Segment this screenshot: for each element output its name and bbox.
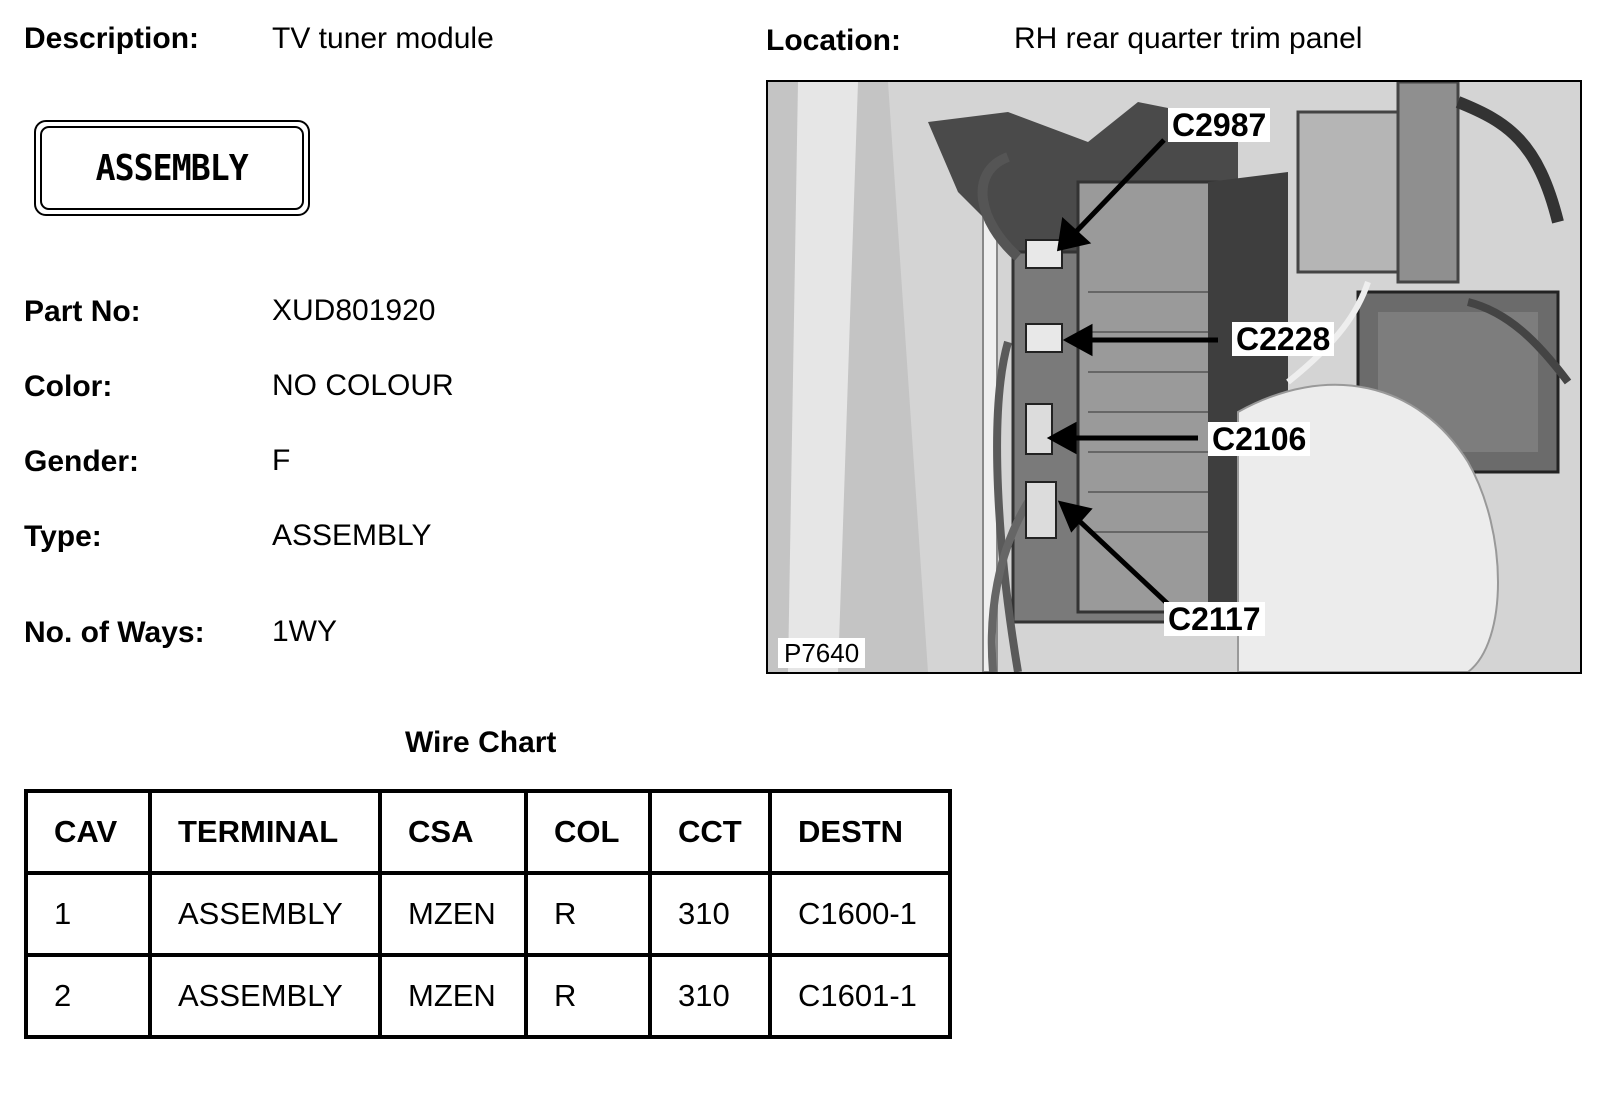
cell-destn: C1600-1	[768, 871, 952, 957]
description-value: TV tuner module	[272, 22, 494, 55]
no-of-ways-label: No. of Ways:	[24, 616, 205, 649]
cell-terminal: ASSEMBLY	[148, 871, 382, 957]
part-no-label: Part No:	[24, 295, 141, 328]
callout-c2987: C2987	[1168, 108, 1271, 142]
gender-value: F	[272, 444, 291, 477]
cell-col: R	[524, 953, 652, 1039]
cell-destn: C1601-1	[768, 953, 952, 1039]
type-value: ASSEMBLY	[272, 519, 432, 552]
col-header-cct: CCT	[648, 789, 772, 875]
col-header-cav: CAV	[24, 789, 152, 875]
col-header-col: COL	[524, 789, 652, 875]
table-row: 2 ASSEMBLY MZEN R 310 C1601-1	[24, 953, 952, 1039]
cell-cav: 1	[24, 871, 152, 957]
color-label: Color:	[24, 370, 113, 403]
callout-c2117: C2117	[1164, 602, 1265, 636]
assembly-badge: ASSEMBLY	[34, 120, 310, 216]
gender-label: Gender:	[24, 445, 140, 478]
cell-terminal: ASSEMBLY	[148, 953, 382, 1039]
callout-c2106: C2106	[1208, 422, 1311, 456]
assembly-badge-text: ASSEMBLY	[95, 147, 249, 189]
no-of-ways-value: 1WY	[272, 615, 338, 648]
location-value: RH rear quarter trim panel	[1014, 22, 1363, 55]
type-label: Type:	[24, 520, 102, 553]
cell-cct: 310	[648, 953, 772, 1039]
callout-c2228: C2228	[1232, 322, 1335, 356]
col-header-terminal: TERMINAL	[148, 789, 382, 875]
part-no-value: XUD801920	[272, 294, 436, 327]
location-photo: C2987 C2228 C2106 C2117 P7640	[766, 80, 1582, 674]
col-header-csa: CSA	[378, 789, 528, 875]
cell-cav: 2	[24, 953, 152, 1039]
col-header-destn: DESTN	[768, 789, 952, 875]
description-label: Description:	[24, 22, 200, 55]
wire-chart-title: Wire Chart	[405, 726, 557, 759]
photo-code: P7640	[778, 638, 866, 668]
wire-chart-table: CAV TERMINAL CSA COL CCT DESTN 1 ASSEMBL…	[24, 789, 952, 1039]
cell-col: R	[524, 871, 652, 957]
location-label: Location:	[766, 24, 901, 57]
cell-csa: MZEN	[378, 953, 528, 1039]
photo-illustration	[768, 82, 1580, 672]
color-value: NO COLOUR	[272, 369, 454, 402]
table-header-row: CAV TERMINAL CSA COL CCT DESTN	[24, 789, 952, 875]
table-row: 1 ASSEMBLY MZEN R 310 C1600-1	[24, 871, 952, 957]
cell-cct: 310	[648, 871, 772, 957]
cell-csa: MZEN	[378, 871, 528, 957]
